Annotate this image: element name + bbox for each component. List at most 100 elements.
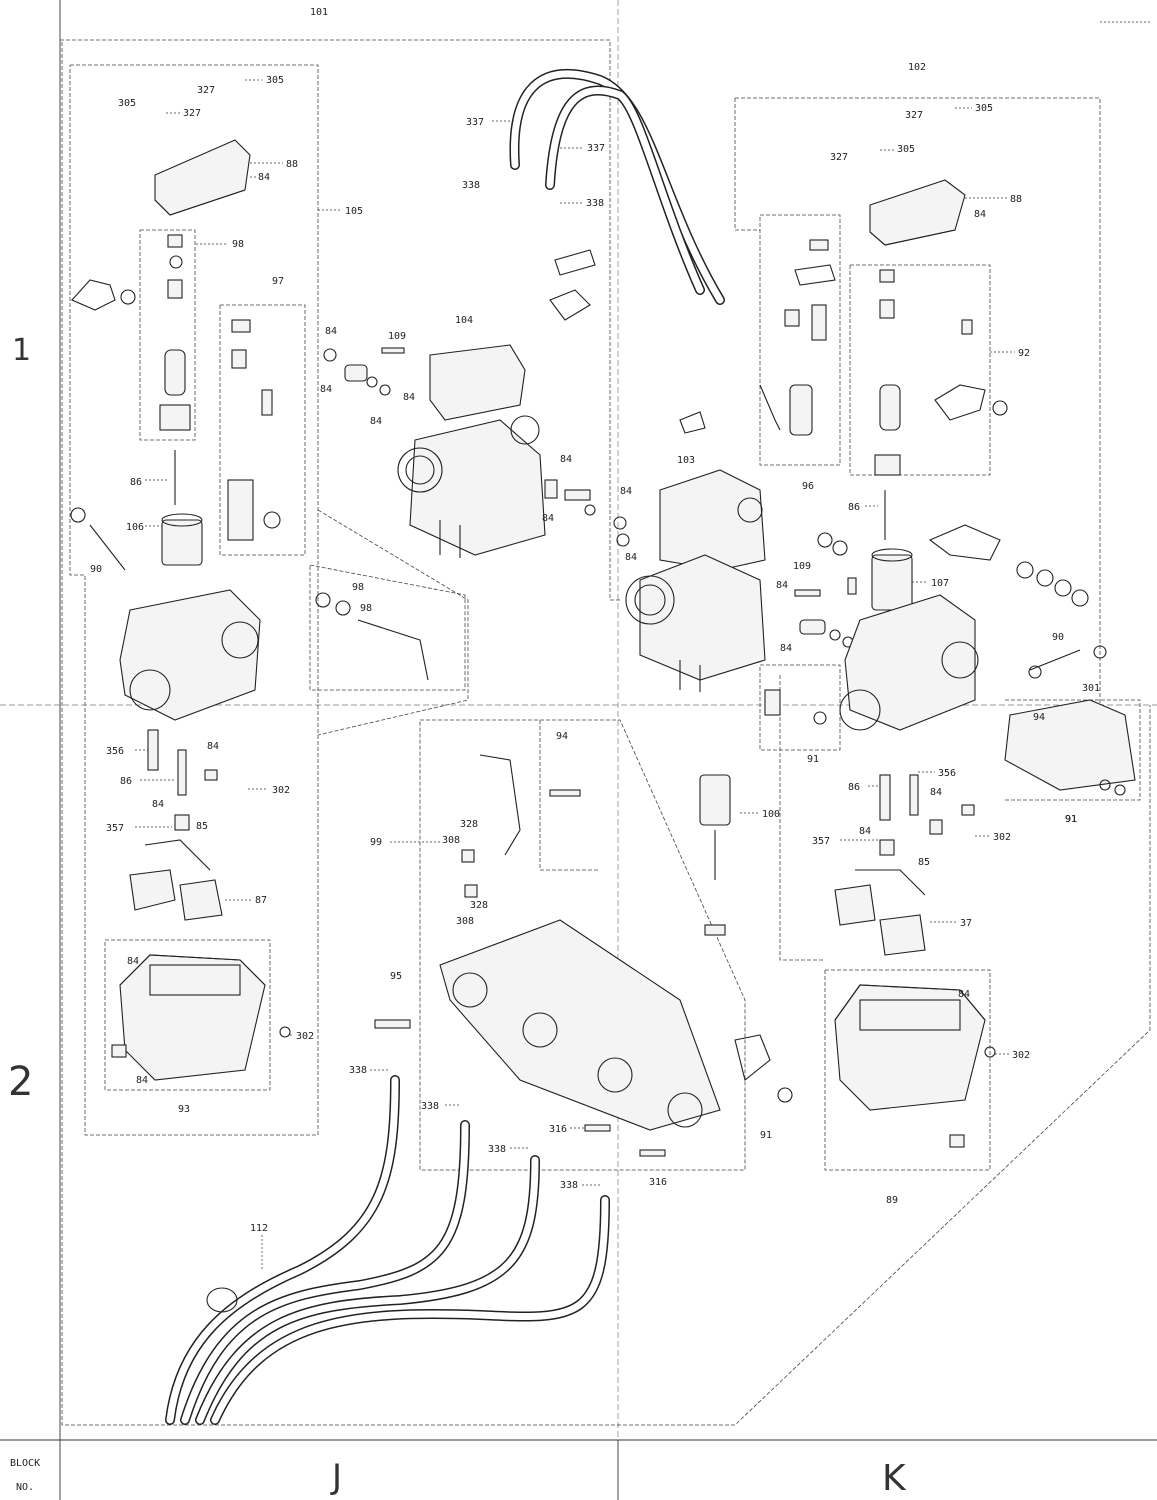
callout-96: 96	[802, 481, 814, 492]
carb-right-parts	[759, 179, 1136, 1148]
callout-90: 90	[1052, 632, 1064, 643]
callout-338: 338	[421, 1101, 439, 1112]
callout-357: 357	[812, 836, 830, 847]
callout-37: 37	[960, 918, 972, 929]
callout-338: 338	[349, 1065, 367, 1076]
callout-91-b: 91	[1065, 814, 1077, 825]
callout-84: 84	[625, 552, 637, 563]
callout-328: 328	[460, 819, 478, 830]
linkage-manifold	[374, 754, 793, 1157]
callout-327: 327	[183, 108, 201, 119]
callout-84: 84	[127, 956, 139, 967]
hose-112-bundle	[165, 1075, 610, 1425]
callout-94: 94	[1033, 712, 1045, 723]
callout-84: 84	[776, 580, 788, 591]
callout-357: 357	[106, 823, 124, 834]
callout-84: 84	[780, 643, 792, 654]
callout-88: 88	[286, 159, 298, 170]
callout-316: 316	[549, 1124, 567, 1135]
callout-338: 338	[488, 1144, 506, 1155]
callout-338: 338	[586, 198, 604, 209]
hose-337-pair	[509, 68, 725, 305]
callout-84: 84	[325, 326, 337, 337]
callout-308: 308	[456, 916, 474, 927]
callout-91: 91	[760, 1130, 772, 1141]
callout-338: 338	[462, 180, 480, 191]
leader-lines	[135, 79, 1015, 1270]
callout-84: 84	[320, 384, 332, 395]
callout-84: 84	[403, 392, 415, 403]
callout-85: 85	[196, 821, 208, 832]
callout-86: 86	[848, 502, 860, 513]
callout-84: 84	[136, 1075, 148, 1086]
zone-col-k: K	[882, 1458, 907, 1499]
callout-84: 84	[370, 416, 382, 427]
callout-91: 91	[1065, 814, 1077, 825]
callout-337: 337	[587, 143, 605, 154]
callout-91: 91	[807, 754, 819, 765]
callout-84: 84	[207, 741, 219, 752]
callout-327: 327	[905, 110, 923, 121]
callout-356: 356	[106, 746, 124, 757]
callout-labels: 101 102 305 327 305 327 305 327 305 327 …	[90, 7, 1100, 1234]
carb-104-body	[397, 249, 706, 558]
callout-302: 302	[1012, 1050, 1030, 1061]
callout-356: 356	[938, 768, 956, 779]
callout-86: 86	[120, 776, 132, 787]
zone-markers: 1 2 J K BLOCK NO.	[8, 333, 907, 1499]
callout-88: 88	[1010, 194, 1022, 205]
callout-84: 84	[152, 799, 164, 810]
callout-106: 106	[126, 522, 144, 533]
callout-109: 109	[793, 561, 811, 572]
callout-328: 328	[470, 900, 488, 911]
carb-103-body	[613, 469, 857, 692]
callout-302: 302	[296, 1031, 314, 1042]
assembly-outlines	[60, 39, 1151, 1426]
callout-90: 90	[90, 564, 102, 575]
callout-86: 86	[848, 782, 860, 793]
callout-109: 109	[388, 331, 406, 342]
callout-301: 301	[1082, 683, 1100, 694]
callout-84: 84	[930, 787, 942, 798]
callout-84: 84	[542, 513, 554, 524]
zone-col-j: J	[330, 1457, 342, 1497]
callout-102: 102	[908, 62, 926, 73]
callout-327: 327	[197, 85, 215, 96]
callout-94: 94	[556, 731, 568, 742]
callout-104: 104	[455, 315, 473, 326]
callout-85: 85	[918, 857, 930, 868]
callout-308: 308	[442, 835, 460, 846]
callout-98: 98	[232, 239, 244, 250]
callout-305: 305	[118, 98, 136, 109]
callout-87: 87	[255, 895, 267, 906]
callout-101: 101	[310, 7, 328, 18]
callout-302: 302	[272, 785, 290, 796]
callout-103: 103	[677, 455, 695, 466]
callout-86: 86	[130, 477, 142, 488]
block-caption-line-1: BLOCK	[10, 1458, 40, 1469]
callout-84: 84	[974, 209, 986, 220]
callout-305: 305	[897, 144, 915, 155]
callout-97: 97	[272, 276, 284, 287]
block-caption-line-2: NO.	[16, 1482, 34, 1493]
callout-100: 100	[762, 809, 780, 820]
callout-338: 338	[560, 1180, 578, 1191]
callout-84: 84	[958, 989, 970, 1000]
callout-105: 105	[345, 206, 363, 217]
callout-84: 84	[258, 172, 270, 183]
callout-302: 302	[993, 832, 1011, 843]
callout-92: 92	[1018, 348, 1030, 359]
callout-98: 98	[352, 582, 364, 593]
zone-row-2: 2	[8, 1059, 33, 1105]
callout-93: 93	[178, 1104, 190, 1115]
callout-107: 107	[931, 578, 949, 589]
callout-337: 337	[466, 117, 484, 128]
callout-99: 99	[370, 837, 382, 848]
callout-98: 98	[360, 603, 372, 614]
carb-left-parts	[70, 139, 429, 1081]
callout-84: 84	[560, 454, 572, 465]
callout-327: 327	[830, 152, 848, 163]
